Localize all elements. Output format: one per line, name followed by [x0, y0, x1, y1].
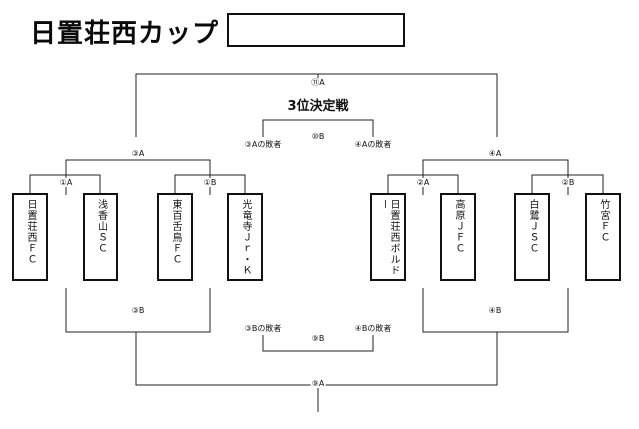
label-third-place-match: ⑩B — [310, 132, 326, 141]
top-semi-right-line — [422, 159, 569, 195]
label-lower-third-match: ⑨B — [310, 334, 326, 343]
label-lower-left: ③B — [130, 306, 146, 315]
label-r1-1b: ①B — [202, 178, 218, 187]
label-r1-1a: ①A — [58, 178, 74, 187]
team-box: 東百舌鳥ＦＣ — [157, 193, 193, 281]
team-name: 光竜寺Ｊｒ・Ｋ — [240, 199, 251, 276]
label-semi-left-loser: ③Aの敗者 — [243, 140, 283, 149]
label-semi-left: ③A — [130, 149, 146, 158]
team-name: 日置荘西ＦＣ — [25, 199, 36, 265]
label-r1-2a: ②A — [415, 178, 431, 187]
third-place-title: 3位決定戦 — [287, 99, 349, 114]
team-box: 日置荘西ボルドー — [370, 193, 406, 281]
team-name: 日置荘西ボルドー — [378, 199, 399, 276]
team-name: 白鷺ＪＳＣ — [527, 199, 538, 254]
label-lower-final: ⑨A — [310, 379, 326, 388]
team-name: 東百舌鳥ＦＣ — [170, 199, 181, 265]
name-box — [227, 13, 405, 47]
label-semi-right-loser: ④Aの敗者 — [353, 140, 393, 149]
label-lower-right-loser: ④Bの敗者 — [353, 324, 393, 333]
label-r1-2b: ②B — [560, 178, 576, 187]
team-name: 竹宮ＦＣ — [598, 199, 609, 243]
bottom-semi-left-line — [65, 288, 211, 333]
top-semi-left-line — [65, 159, 211, 195]
label-final-top: ⑪A — [310, 78, 326, 87]
team-box: 日置荘西ＦＣ — [12, 193, 48, 281]
team-box: 浅香山ＳＣ — [83, 193, 118, 281]
team-box: 竹宮ＦＣ — [585, 193, 621, 281]
label-lower-right: ④B — [487, 306, 503, 315]
team-box: 高原ＪＦＣ — [440, 193, 476, 281]
label-lower-left-loser: ③Bの敗者 — [243, 324, 283, 333]
bottom-third-line — [262, 335, 374, 352]
team-name: 高原ＪＦＣ — [453, 199, 464, 254]
top-r1-1b-line — [174, 174, 246, 195]
third-place-line — [262, 119, 374, 137]
bottom-semi-right-line — [422, 288, 569, 333]
team-box: 白鷺ＪＳＣ — [514, 193, 550, 281]
top-r1-1a-line — [29, 174, 101, 195]
team-name: 浅香山ＳＣ — [95, 199, 107, 254]
top-r1-2b-line — [531, 174, 604, 195]
team-box: 光竜寺Ｊｒ・Ｋ — [227, 193, 263, 281]
page-title: 日置荘西カップ — [30, 19, 220, 49]
label-semi-right: ④A — [487, 149, 503, 158]
top-final-line — [135, 73, 498, 137]
top-r1-2a-line — [387, 174, 459, 195]
